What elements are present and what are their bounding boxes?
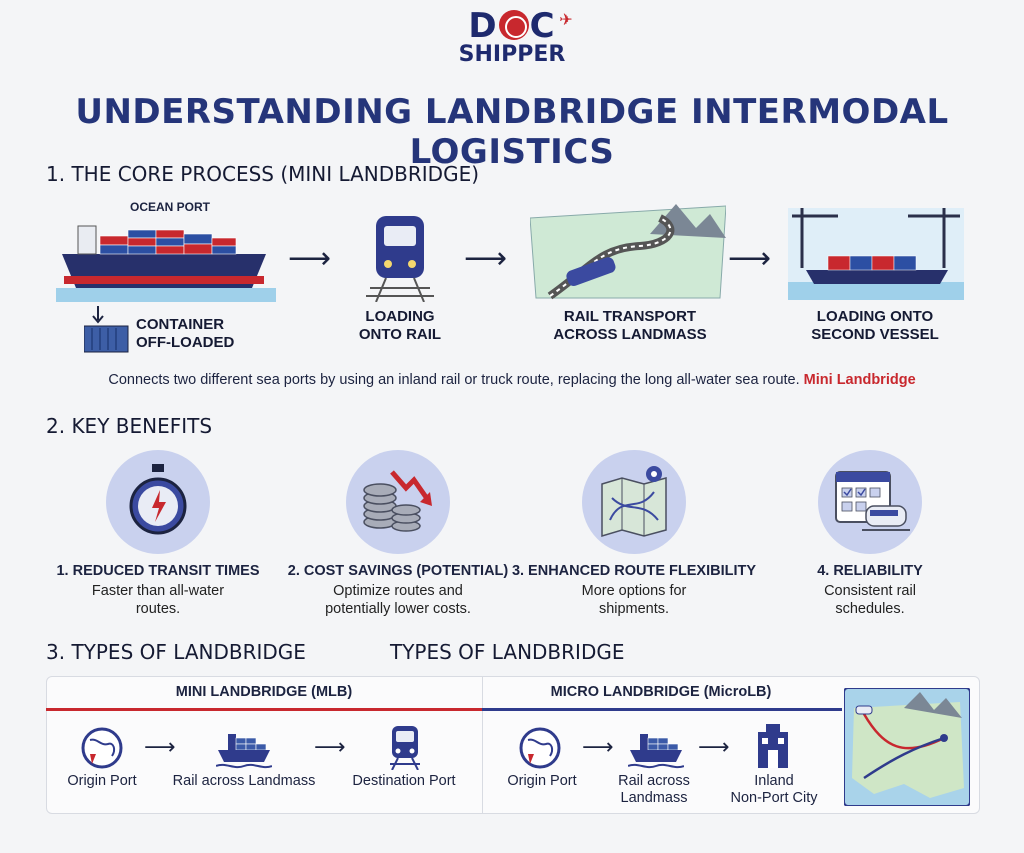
benefit-3-title: 3. ENHANCED ROUTE FLEXIBILITY xyxy=(511,563,757,579)
flow-arrow-icon: ⟶ xyxy=(728,242,772,275)
benefit-4-title: 4. RELIABILITY xyxy=(817,563,923,579)
description-highlight: Mini Landbridge xyxy=(803,372,916,388)
container-icon xyxy=(84,306,129,353)
mini-origin-port: Origin Port xyxy=(67,773,137,789)
calendar-train-icon xyxy=(835,471,910,531)
benefit-2-title: 2. COST SAVINGS (POTENTIAL) xyxy=(287,563,509,579)
step-container-offloaded: CONTAINER OFF-LOADED xyxy=(136,316,235,351)
flow-arrow-icon: ⟶ xyxy=(144,734,176,759)
coins-down-icon xyxy=(363,470,432,532)
benefit-2-desc: Optimize routes and potentially lower co… xyxy=(325,583,471,617)
benefit-1-desc: Faster than all-water routes. xyxy=(91,583,225,617)
step-loading-second-vessel: LOADING ONTO SECOND VESSEL xyxy=(811,308,939,343)
panel-divider xyxy=(482,677,483,813)
micro-inland-non-port-city: Inland Non-Port City xyxy=(730,773,818,806)
core-process-description: Connects two different sea ports by usin… xyxy=(0,372,1024,388)
flow-arrow-icon: ⟶ xyxy=(464,242,508,275)
benefit-3-desc: More options for shipments. xyxy=(581,583,687,617)
description-text: Connects two different sea ports by usin… xyxy=(108,372,800,388)
flow-arrow-icon: ⟶ xyxy=(314,734,346,759)
ocean-port-label: OCEAN PORT xyxy=(130,200,211,214)
mini-rail-across-landmass: Rail across Landmass xyxy=(172,773,316,789)
section-key-benefits-title: 2. KEY BENEFITS xyxy=(46,414,213,438)
origin-port-globe-icon xyxy=(81,727,123,769)
logo-shipper-text: SHIPPER xyxy=(458,42,566,67)
train-icon xyxy=(366,216,434,302)
stopwatch-icon xyxy=(129,464,187,535)
rail-map-icon xyxy=(530,204,726,300)
micro-origin-port: Origin Port xyxy=(507,773,577,789)
ocean-port-ship-icon xyxy=(56,225,276,302)
benefit-1-title: 1. REDUCED TRANSIT TIMES xyxy=(56,563,260,579)
micro-landbridge-heading: MICRO LANDBRIDGE (MicroLB) xyxy=(550,684,772,700)
flow-arrow-icon: ⟶ xyxy=(698,734,730,759)
mini-heading-rule xyxy=(46,708,482,711)
globe-icon xyxy=(498,10,529,40)
page-title: UNDERSTANDING LANDBRIDGE INTERMODAL LOGI… xyxy=(75,92,949,172)
flow-arrow-icon: ⟶ xyxy=(288,242,332,275)
step-loading-onto-rail: LOADING ONTO RAIL xyxy=(358,308,442,343)
section-types-title-2: TYPES OF LANDBRIDGE xyxy=(390,640,625,664)
step-rail-transport: RAIL TRANSPORT ACROSS LANDMASS xyxy=(553,308,707,343)
plane-icon: ✈ xyxy=(559,10,574,29)
micro-rail-across-landmass: Rail across Landmass xyxy=(618,773,690,806)
flow-arrow-icon: ⟶ xyxy=(582,734,614,759)
section-types-title: 3. TYPES OF LANDBRIDGE xyxy=(46,640,306,664)
route-map-icon xyxy=(601,466,667,538)
cargo-ship-icon xyxy=(216,734,272,769)
origin-port-globe-icon xyxy=(519,727,561,769)
mini-landbridge-heading: MINI LANDBRIDGE (MLB) xyxy=(175,684,353,700)
second-vessel-port-icon xyxy=(788,208,964,300)
logo-letter-c: C xyxy=(529,6,556,46)
micro-heading-rule xyxy=(482,708,842,711)
section-core-process-title: 1. THE CORE PROCESS (MINI LANDBRIDGE) xyxy=(46,162,480,186)
benefit-circle xyxy=(346,450,450,554)
mini-destination-port: Destination Port xyxy=(352,773,456,789)
cargo-ship-icon xyxy=(628,734,684,769)
micro-route-map-icon xyxy=(844,688,970,806)
logo-letter-d: D xyxy=(468,6,498,46)
benefit-4-desc: Consistent rail schedules. xyxy=(824,583,916,617)
inland-city-building-icon xyxy=(758,724,788,768)
train-front-icon xyxy=(390,726,420,770)
types-panel xyxy=(46,676,980,814)
